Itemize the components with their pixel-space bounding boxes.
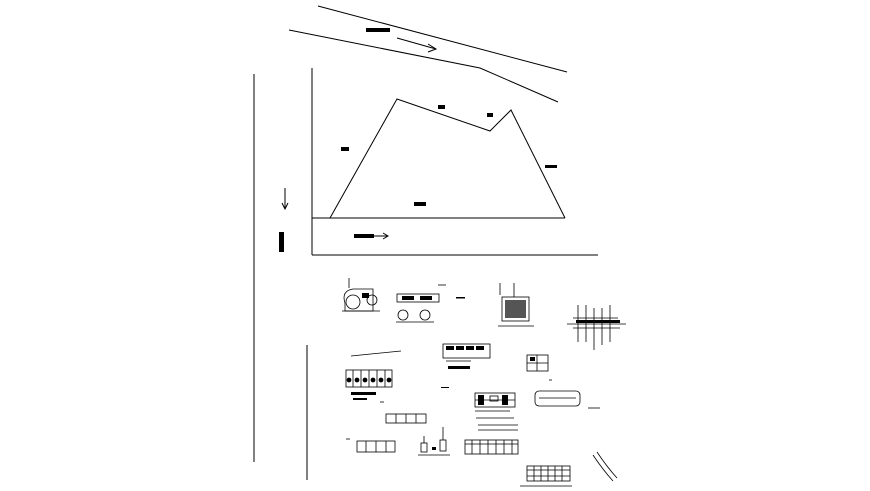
detail-slope-line-5 bbox=[350, 350, 402, 357]
detail-curved-ramp bbox=[592, 451, 618, 482]
vertical-road-label-block bbox=[279, 232, 284, 252]
top-road-lower-edge bbox=[288, 29, 559, 103]
detail-slab-10 bbox=[534, 390, 600, 409]
detail-posts-13 bbox=[418, 427, 450, 456]
detail-elevation-2 bbox=[396, 284, 446, 323]
top-road-label-block bbox=[366, 28, 390, 32]
detail-grid-4 bbox=[567, 305, 626, 350]
detail-plan-1 bbox=[342, 278, 380, 312]
plot-label-right bbox=[545, 165, 557, 168]
detail-sheets bbox=[342, 278, 626, 487]
cross-road bbox=[312, 217, 598, 256]
site-plot bbox=[329, 98, 566, 219]
detail-strip-9 bbox=[474, 392, 516, 419]
detail-panels-6 bbox=[442, 343, 491, 369]
vertical-road bbox=[253, 68, 313, 480]
plot-label-top bbox=[438, 105, 445, 109]
detail-grid-12 bbox=[346, 438, 396, 453]
detail-note-dash bbox=[456, 297, 465, 299]
site-plot-boundary bbox=[329, 98, 566, 219]
plot-label-left bbox=[341, 147, 349, 151]
top-road-upper-edge bbox=[317, 5, 568, 73]
top-direction-arrow-icon bbox=[396, 37, 438, 53]
detail-note-dash-2 bbox=[441, 387, 449, 388]
vertical-road-arrow-icon bbox=[281, 188, 289, 211]
detail-bay-elevation-8 bbox=[345, 369, 393, 403]
detail-grid-11 bbox=[385, 413, 427, 424]
top-road bbox=[288, 5, 568, 103]
cross-road-arrow-icon bbox=[374, 232, 389, 240]
detail-hatched-block-3 bbox=[498, 283, 534, 327]
detail-room-plan-7 bbox=[526, 354, 552, 381]
cross-road-label-block bbox=[354, 234, 374, 238]
plot-label-bottom bbox=[414, 202, 426, 206]
plot-label-notch bbox=[487, 113, 493, 117]
detail-colonnade-14 bbox=[464, 424, 572, 487]
